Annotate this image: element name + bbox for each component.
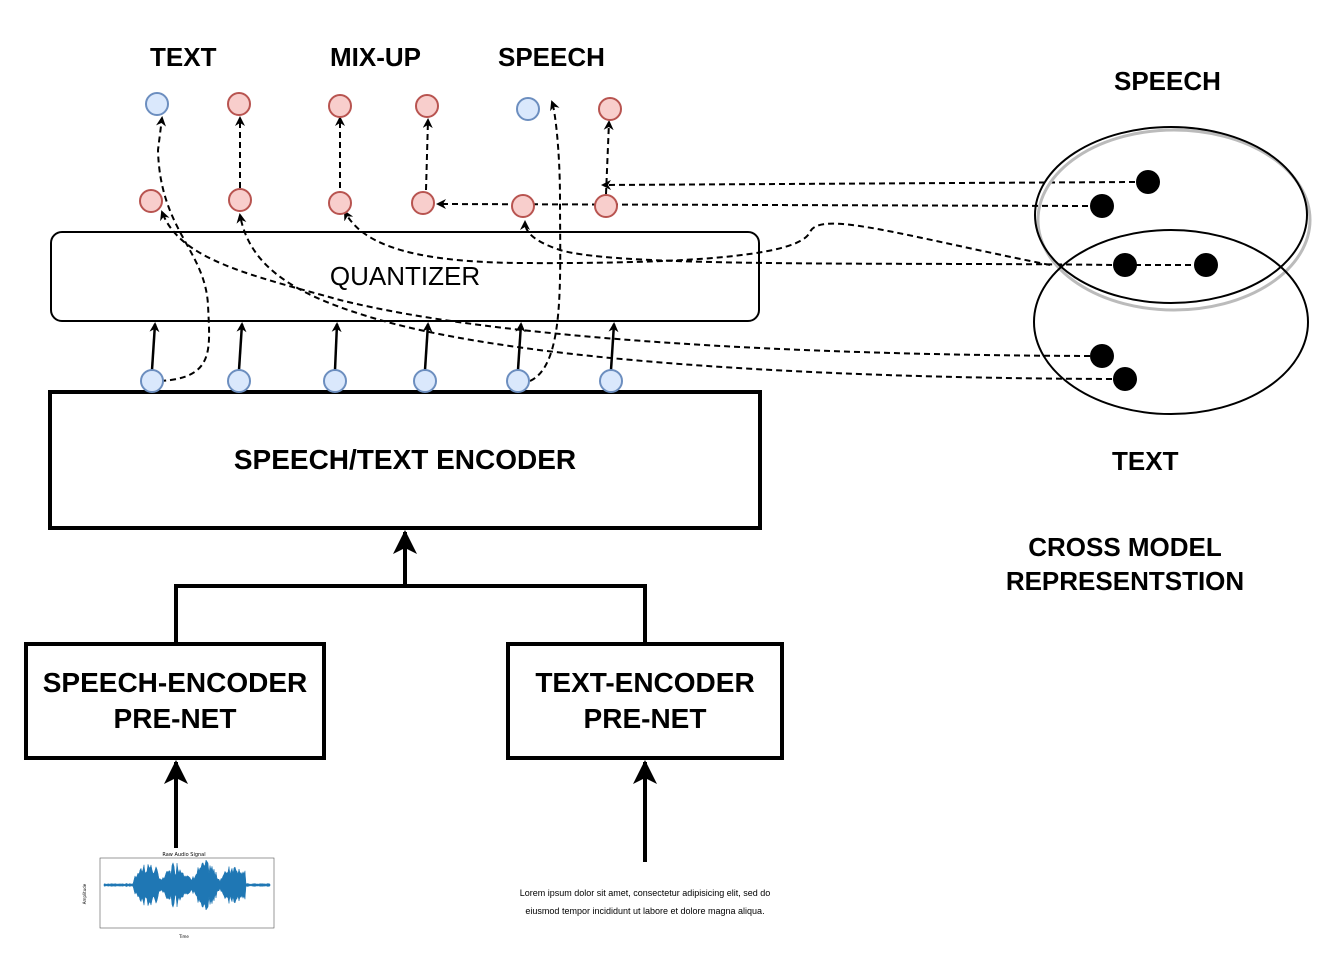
- output-label-speech: SPEECH: [498, 42, 605, 72]
- enc-to-quant-arrow-3: [331, 322, 342, 371]
- text-point-1: [1090, 344, 1114, 368]
- shared-point-1: [1113, 253, 1137, 277]
- quantized-node-4: [411, 191, 435, 215]
- text-prenet-line2: PRE-NET: [583, 703, 707, 734]
- quantized-to-output-6: [603, 120, 614, 195]
- output-node-text-1: [145, 92, 169, 116]
- encoder-node-1: [140, 369, 164, 393]
- text-point-2: [1113, 367, 1137, 391]
- speech-point-to-output: [601, 179, 1136, 190]
- encoder-node-6: [599, 369, 623, 393]
- input-text-sample: Lorem ipsum dolor sit amet, consectetur …: [519, 888, 771, 916]
- speech-prenet-line1: SPEECH-ENCODER: [42, 667, 308, 698]
- output-node-speech-1: [516, 97, 540, 121]
- speech-point-2: [1090, 194, 1114, 218]
- enc-to-quant-arrow-4: [422, 322, 433, 371]
- waveform-title: Raw Audio Signal: [162, 852, 205, 858]
- encoder-node-5: [506, 369, 530, 393]
- prenet-merge-connector: [174, 532, 647, 642]
- quantized-to-output-4: [422, 118, 433, 191]
- output-label-mixup: MIX-UP: [330, 42, 421, 72]
- shared-point-to-node-3: [344, 210, 1051, 266]
- speech-point-1: [1136, 170, 1160, 194]
- text-point-to-node-1: [160, 210, 1091, 357]
- text-prenet-line1: TEXT-ENCODER: [535, 667, 755, 698]
- output-label-text: TEXT: [150, 42, 217, 72]
- space-label-text: TEXT: [1112, 446, 1179, 476]
- encoder-to-speech-output: [529, 100, 562, 382]
- quantized-node-2: [228, 188, 252, 212]
- speech-prenet-line2: PRE-NET: [113, 703, 237, 734]
- quantizer-box: QUANTIZER: [50, 231, 760, 322]
- output-node-mixup-1: [328, 94, 352, 118]
- speech-space-ellipse-shadow: [1036, 128, 1312, 312]
- text-encoder-prenet-box: TEXT-ENCODER PRE-NET: [506, 642, 784, 760]
- speech-point-to-mixup: [436, 199, 1089, 210]
- shared-point-2: [1194, 253, 1218, 277]
- text-point-to-node-2: [236, 213, 1113, 380]
- space-label-speech: SPEECH: [1114, 66, 1221, 96]
- encoder-to-text-output: [156, 116, 211, 382]
- quantized-node-6: [594, 194, 618, 218]
- shared-point-to-node-5: [520, 220, 1113, 266]
- quantized-node-1: [139, 189, 163, 213]
- encoder-node-3: [323, 369, 347, 393]
- enc-to-quant-arrow-1: [149, 322, 160, 371]
- cross-model-caption-line1: CROSS MODEL: [1028, 532, 1222, 562]
- encoder-node-4: [413, 369, 437, 393]
- quantized-node-3: [328, 191, 352, 215]
- output-node-mixup-2: [415, 94, 439, 118]
- waveform-ylabel: Amplitude: [82, 883, 87, 904]
- enc-to-quant-arrow-2: [236, 322, 247, 371]
- encoder-node-2: [227, 369, 251, 393]
- quantizer-label: QUANTIZER: [329, 261, 481, 291]
- waveform-xlabel: Time: [178, 934, 189, 939]
- cross-model-caption-line2: REPRESENTSTION: [1005, 566, 1245, 596]
- quantized-node-5: [511, 194, 535, 218]
- raw-audio-waveform-plot: Raw Audio Signal Amplitude Time: [80, 850, 276, 940]
- enc-to-quant-arrow-6: [608, 322, 619, 371]
- text-space-ellipse: [1033, 229, 1309, 415]
- output-node-text-2: [227, 92, 251, 116]
- waveform-trace: [103, 859, 271, 911]
- speech-space-ellipse: [1034, 126, 1308, 304]
- cross-model-caption: CROSS MODEL REPRESENTSTION: [990, 530, 1260, 598]
- output-node-speech-2: [598, 97, 622, 121]
- speech-encoder-prenet-box: SPEECH-ENCODER PRE-NET: [24, 642, 326, 760]
- encoder-label: SPEECH/TEXT ENCODER: [233, 444, 577, 475]
